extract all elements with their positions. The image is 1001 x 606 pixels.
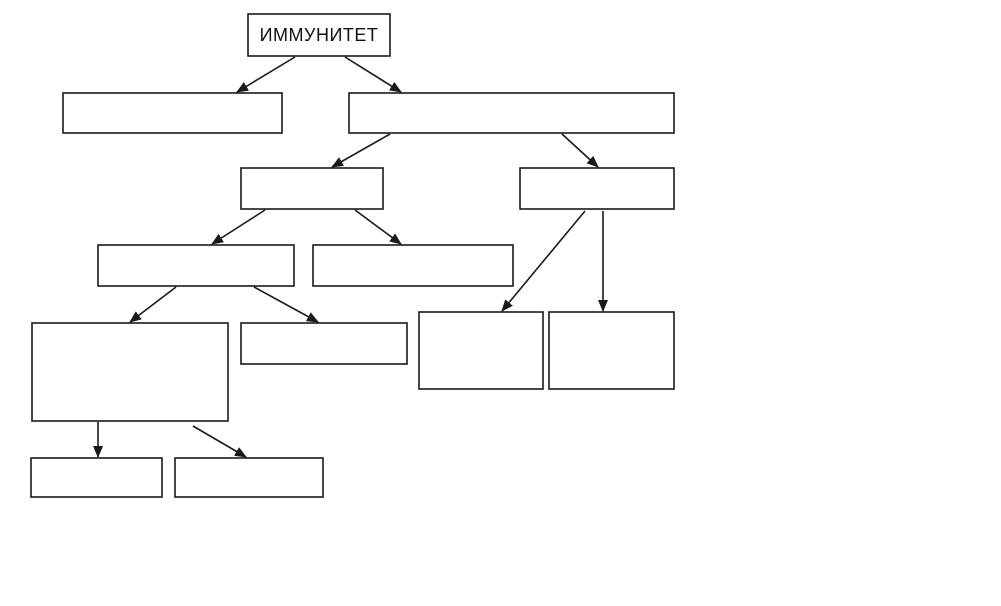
arrow-natural-to-active — [211, 209, 266, 245]
box-artificial-active — [418, 311, 544, 390]
box-acquired — [348, 92, 675, 134]
box-natural — [240, 167, 384, 210]
arrow-acquired-to-natural — [331, 133, 391, 168]
box-innate — [62, 92, 283, 134]
box-left-small — [240, 322, 408, 365]
arrow-acquired-to-artificial — [561, 133, 599, 168]
box-bottom-left — [30, 457, 163, 498]
root-node: ИММУНИТЕТ — [247, 13, 391, 57]
arrow-active-to-large — [129, 286, 177, 323]
arrow-root-to-acquired — [344, 56, 402, 93]
root-box — [247, 13, 391, 57]
box-artificial-passive — [548, 311, 675, 390]
arrow-natural-to-passive — [354, 209, 402, 245]
arrow-root-to-innate — [236, 56, 296, 93]
box-left-large — [31, 322, 229, 422]
box-active-natural — [97, 244, 295, 287]
root-label: ИММУНИТЕТ — [260, 25, 379, 45]
arrow-large-to-bottom-right — [192, 425, 247, 458]
box-passive-natural — [312, 244, 514, 287]
arrow-active-to-small — [253, 286, 319, 323]
box-artificial — [519, 167, 675, 210]
arrow-artificial-to-active — [501, 210, 586, 312]
box-bottom-right — [174, 457, 324, 498]
